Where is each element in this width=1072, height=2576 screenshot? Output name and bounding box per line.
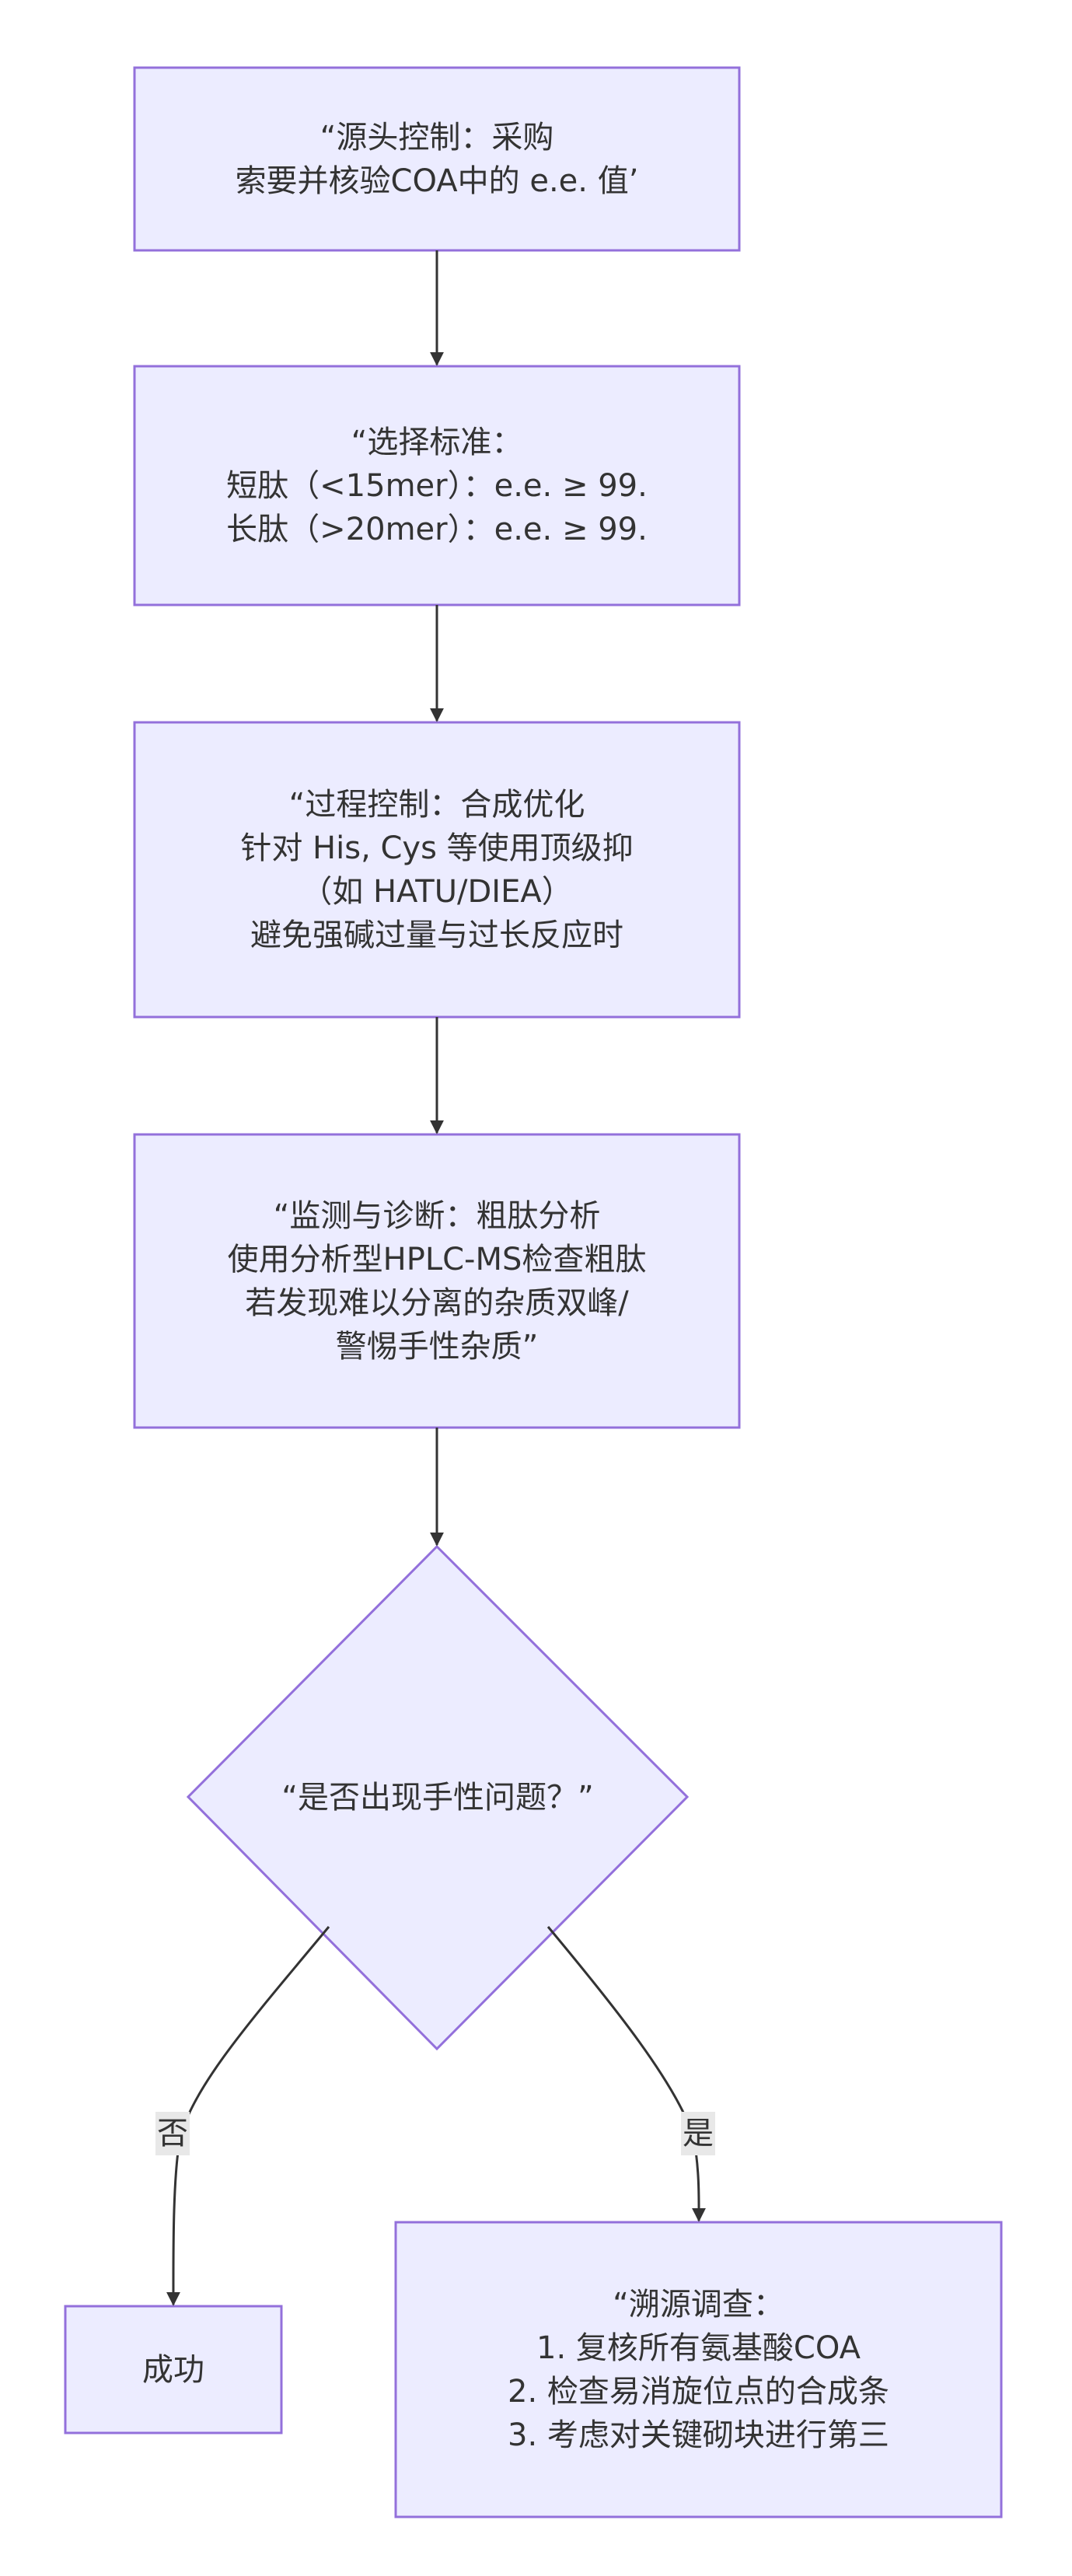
node-text: “溯源调查：: [613, 2286, 784, 2323]
node-text: （如 HATU/DIEA）: [301, 873, 573, 910]
node-text: 2. 检查易消旋位点的合成条: [508, 2373, 889, 2410]
node-text: 索要并核验COA中的 e.e. 值’: [235, 163, 639, 199]
edge-label-yes: 是: [681, 2112, 715, 2155]
node-source-control-box: [133, 66, 741, 252]
node-process-control-box: [133, 721, 741, 1019]
node-text: 避免强碱过量与过长反应时: [250, 917, 623, 953]
edge-label-no: 否: [155, 2112, 190, 2155]
node-trace-box: [394, 2221, 1003, 2518]
node-text: “过程控制：合成优化: [288, 786, 585, 823]
node-text: “源头控制：采购: [320, 119, 554, 156]
node-text: “监测与诊断：粗肽分析: [273, 1197, 601, 1234]
node-text: 警惕手性杂质”: [335, 1328, 539, 1365]
node-process-control: “过程控制：合成优化 针对 His, Cys 等使用顶级抑 （如 HATU/DI…: [134, 722, 739, 1017]
node-selection-criteria-box: [133, 365, 741, 606]
node-text: 针对 His, Cys 等使用顶级抑: [240, 830, 634, 866]
node-monitoring-box: [133, 1133, 741, 1429]
decision-diamond: [186, 1544, 690, 2051]
node-text: 3. 考虑对关键砌块进行第三: [508, 2417, 889, 2453]
node-source-control: “源头控制：采购 索要并核验COA中的 e.e. 值’: [134, 68, 739, 250]
node-success-box: [64, 2305, 283, 2434]
node-text: 若发现难以分离的杂质双峰/: [245, 1285, 629, 1321]
node-text: “是否出现手性问题？”: [281, 1780, 594, 1816]
node-selection-criteria: “选择标准： 短肽（<15mer）：e.e. ≥ 99. 长肽（>20mer）：…: [134, 366, 739, 605]
node-text: 使用分析型HPLC-MS检查粗肽: [227, 1241, 647, 1278]
node-decision: “是否出现手性问题？”: [188, 1547, 687, 2049]
node-trace: “溯源调查： 1. 复核所有氨基酸COA 2. 检查易消旋位点的合成条 3. 考…: [396, 2222, 1001, 2517]
node-success: 成功: [65, 2306, 281, 2433]
node-monitoring: “监测与诊断：粗肽分析 使用分析型HPLC-MS检查粗肽 若发现难以分离的杂质双…: [134, 1134, 739, 1428]
node-text: 1. 复核所有氨基酸COA: [536, 2330, 861, 2366]
node-text: 长肽（>20mer）：e.e. ≥ 99.: [226, 511, 648, 547]
node-text: 短肽（<15mer）：e.e. ≥ 99.: [226, 467, 648, 504]
node-text: “选择标准：: [351, 424, 523, 460]
edge-yes: [546, 1926, 707, 2222]
node-text: 成功: [142, 2351, 204, 2388]
